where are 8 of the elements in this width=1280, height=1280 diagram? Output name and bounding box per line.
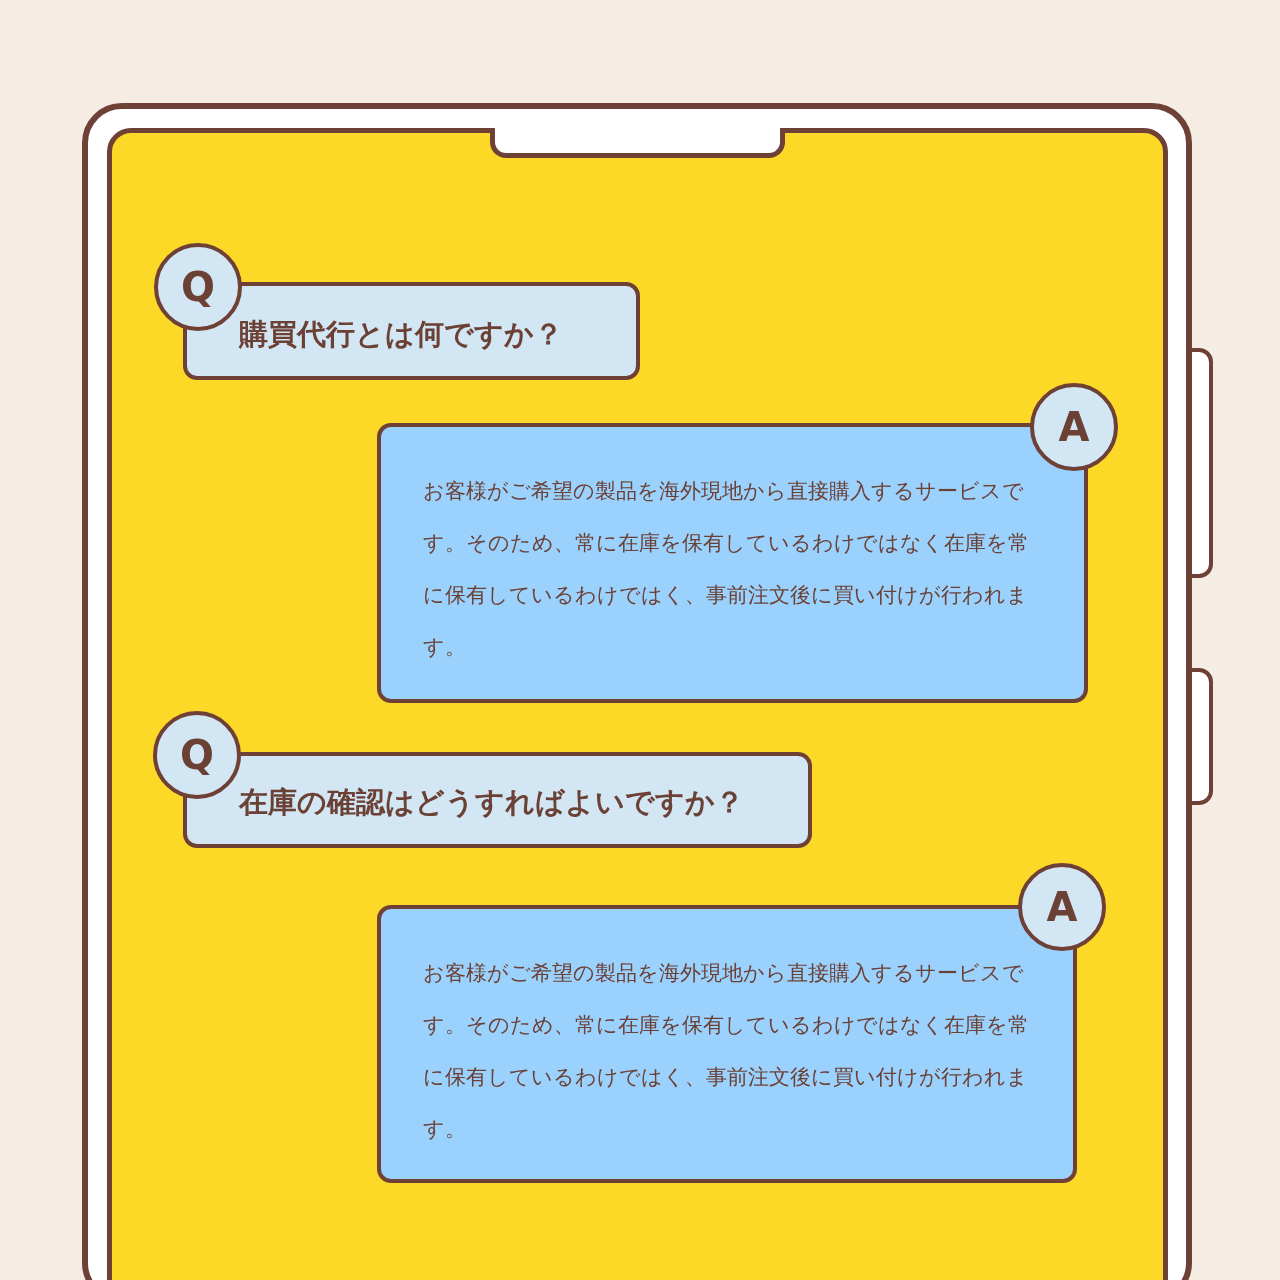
answer-text: お客様がご希望の製品を海外現地から直接購入するサービスです。そのため、常に在庫を保有しているわけではなく在庫を常に保有しているわけではく、事前注文後に買い付けが行われます。 bbox=[423, 960, 1030, 1143]
question-text: 在庫の確認はどうすればよいですか？ bbox=[239, 783, 744, 821]
badge-letter: Q bbox=[180, 731, 214, 780]
badge-letter: A bbox=[1046, 883, 1078, 932]
answer-text: お客様がご希望の製品を海外現地から直接購入するサービスです。そのため、常に在庫を保有しているわけではなく在庫を常に保有しているわけではく、事前注文後に買い付けが行われます。 bbox=[423, 478, 1030, 661]
badge-letter: A bbox=[1058, 403, 1090, 452]
question-text: 購買代行とは何ですか？ bbox=[239, 315, 563, 353]
badge-letter: Q bbox=[181, 263, 215, 312]
